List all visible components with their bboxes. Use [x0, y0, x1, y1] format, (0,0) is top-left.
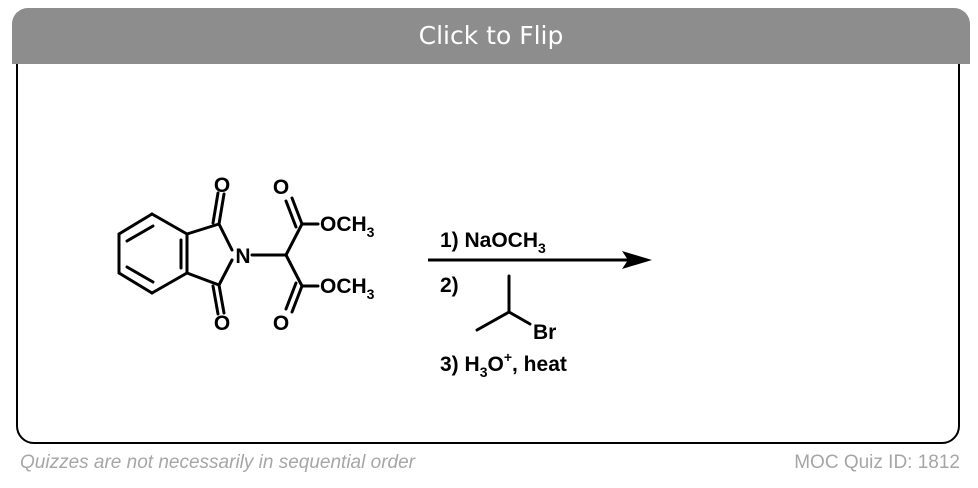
quiz-id-label: MOC Quiz ID: 1812 — [794, 452, 960, 473]
flashcard[interactable] — [16, 12, 960, 444]
click-to-flip-button[interactable]: Click to Flip — [12, 8, 970, 64]
sequence-disclaimer: Quizzes are not necessarily in sequentia… — [20, 452, 415, 473]
